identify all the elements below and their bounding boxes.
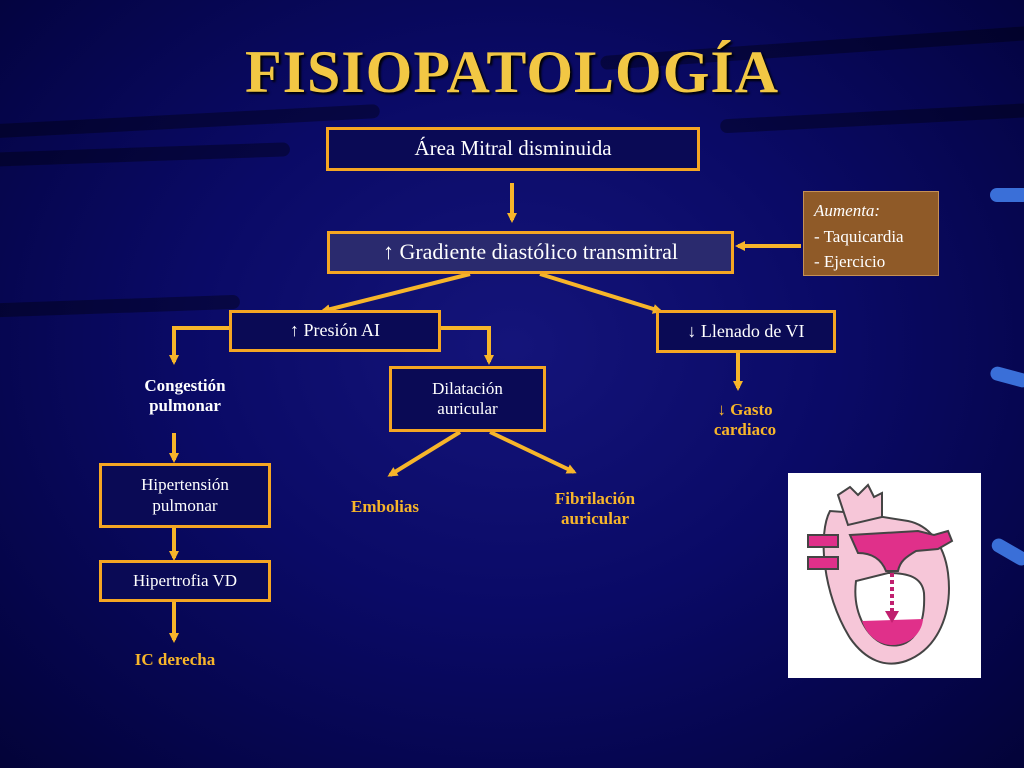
heart-illustration [788, 473, 981, 678]
node-presion-ai-label: ↑ Presión AI [290, 320, 380, 341]
aside-heading: Aumenta: [814, 201, 881, 220]
decorative-tab [990, 188, 1024, 202]
node-presion-ai: ↑ Presión AI [229, 310, 441, 352]
node-hipertrofia: Hipertrofia VD [99, 560, 271, 602]
node-hipertension-label: Hipertensión pulmonar [141, 475, 229, 515]
node-hipertension: Hipertensión pulmonar [99, 463, 271, 528]
node-gradiente-label: ↑ Gradiente diastólico transmitral [382, 239, 679, 265]
node-llenado-vi-label: ↓ Llenado de VI [687, 320, 805, 341]
arrow-gradiente-to-presion [320, 272, 471, 315]
node-llenado-vi: ↓ Llenado de VI [656, 310, 836, 353]
node-dilatacion: Dilatación auricular [389, 366, 546, 432]
arrow-dilatacion-to-embolias [387, 430, 462, 477]
node-embolias: Embolias [350, 497, 420, 516]
aside-aumenta: Aumenta: - Taquicardia - Ejercicio [803, 191, 939, 276]
arrow-dilatacion-to-fibrilacion [489, 430, 577, 474]
node-area-mitral-label: Área Mitral disminuida [414, 136, 612, 161]
slide-title: FISIOPATOLOGÍA [244, 39, 780, 105]
node-gradiente: ↑ Gradiente diastólico transmitral [327, 231, 734, 274]
node-dilatacion-label: Dilatación auricular [432, 378, 503, 418]
arrow-presion-to-congestion [169, 326, 230, 365]
arrow-gradiente-to-llenado [539, 272, 663, 314]
node-hipertrofia-label: Hipertrofia VD [132, 570, 238, 590]
aside-item: - Taquicardia [814, 226, 904, 246]
node-area-mitral: Área Mitral disminuida [326, 127, 700, 171]
node-ic-derecha: IC derecha [134, 650, 216, 669]
node-congestion: Congestión pulmonar [144, 376, 226, 416]
arrow-presion-to-dilatacion [440, 326, 494, 365]
heart-diagram-icon [807, 483, 954, 665]
aside-item: - Ejercicio [814, 252, 886, 271]
node-gasto-cardiaco: ↓ Gasto cardiaco [713, 400, 777, 440]
node-fibrilacion: Fibrilación auricular [554, 489, 636, 529]
